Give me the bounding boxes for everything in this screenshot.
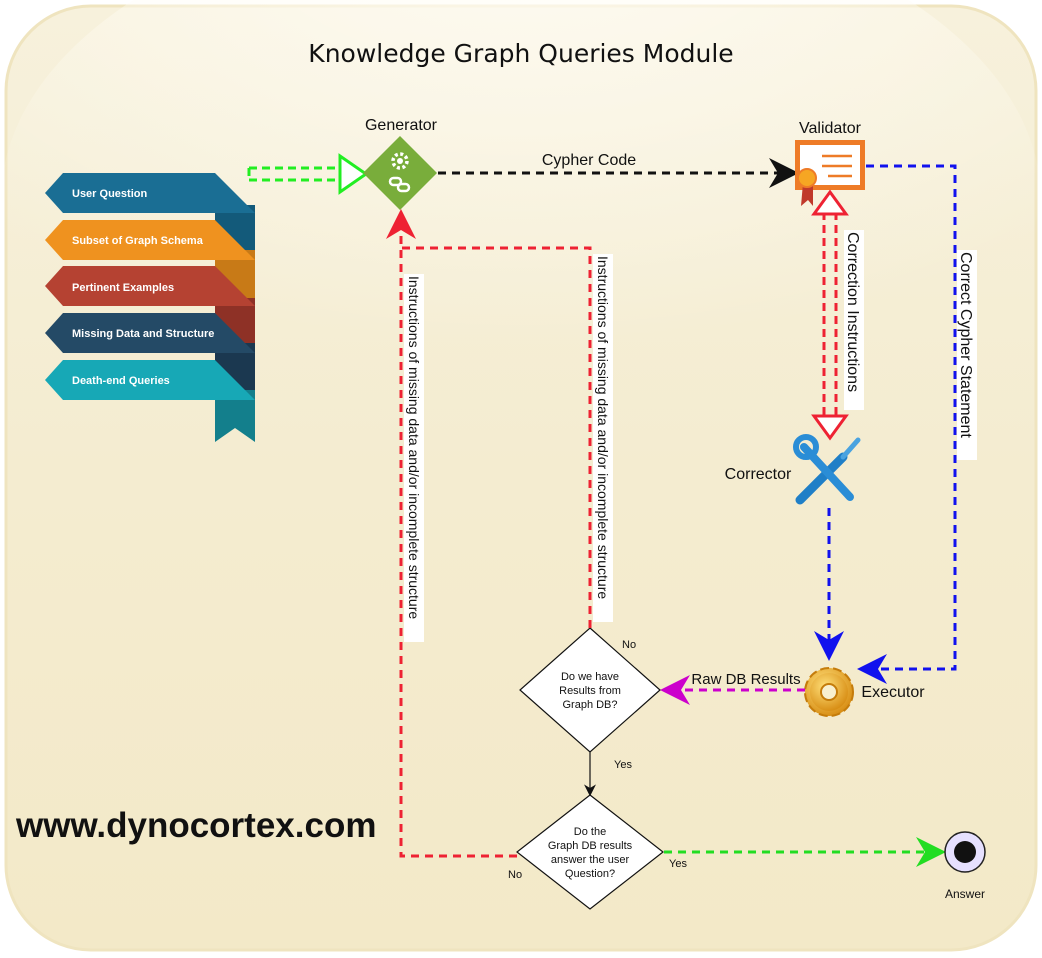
decision-has-results-line-1: Do we have	[561, 671, 619, 683]
validator-node	[795, 140, 865, 206]
wrench-screwdriver-icon	[793, 434, 861, 505]
corrector-label: Corrector	[725, 466, 792, 483]
page-title: Knowledge Graph Queries Module	[308, 39, 733, 68]
instructions-left-label: Instructions of missing data and/or inco…	[406, 276, 422, 619]
yes-label-1: Yes	[614, 759, 632, 771]
edge-no-to-generator-left	[386, 209, 517, 858]
ribbon-user-question	[45, 173, 255, 213]
generator-label: Generator	[365, 117, 438, 134]
decision-answers-line-3: answer the user	[551, 854, 630, 866]
decision-answers-line-1: Do the	[574, 826, 606, 838]
yes-label-2: Yes	[669, 858, 687, 870]
edge-correct-cypher	[857, 164, 957, 684]
executor-label: Executor	[861, 684, 925, 701]
ribbon-death-end	[45, 360, 255, 400]
ribbon-missing-data	[45, 313, 255, 353]
executor-node	[804, 667, 854, 717]
gear-link-icon	[363, 136, 437, 210]
input-ribbons: User Question Subset of Graph Schema Per…	[45, 173, 255, 442]
validator-label: Validator	[799, 120, 862, 137]
ribbon-label-2: Subset of Graph Schema	[72, 235, 204, 247]
corrector-node	[793, 434, 861, 505]
ribbon-label-5: Death-end Queries	[72, 375, 170, 387]
correct-cypher-label: Correct Cypher Statement	[957, 252, 974, 438]
ribbon-examples	[45, 266, 255, 306]
gear-icon	[804, 667, 854, 717]
edge-no-to-generator-right	[401, 246, 592, 628]
decision-has-results-line-2: Results from	[559, 685, 621, 697]
panel-shine	[1, 0, 1041, 500]
decision-has-results-line-3: Graph DB?	[562, 699, 617, 711]
answer-label: Answer	[945, 887, 985, 901]
correction-instructions-label: Correction Instructions	[844, 232, 861, 392]
ribbon-graph-schema	[45, 220, 255, 260]
no-label-1: No	[622, 639, 636, 651]
input-arrow	[247, 153, 369, 195]
instructions-right-label: Instructions of missing data and/or inco…	[595, 256, 611, 599]
generator-node	[363, 136, 437, 210]
ribbon-label-3: Pertinent Examples	[72, 282, 174, 294]
raw-db-results-label: Raw DB Results	[691, 671, 800, 688]
no-label-2: No	[508, 869, 522, 881]
decision-answers-question	[516, 794, 664, 910]
cypher-code-label: Cypher Code	[542, 152, 636, 169]
answer-node	[944, 831, 986, 873]
edge-correction-instructions	[811, 189, 849, 441]
website-label: www.dynocortex.com	[15, 806, 376, 845]
decision-answers-line-4: Question?	[565, 868, 615, 880]
ribbon-label-1: User Question	[72, 188, 147, 200]
decision-answers-line-2: Graph DB results	[548, 840, 633, 852]
ribbon-label-4: Missing Data and Structure	[72, 328, 214, 340]
